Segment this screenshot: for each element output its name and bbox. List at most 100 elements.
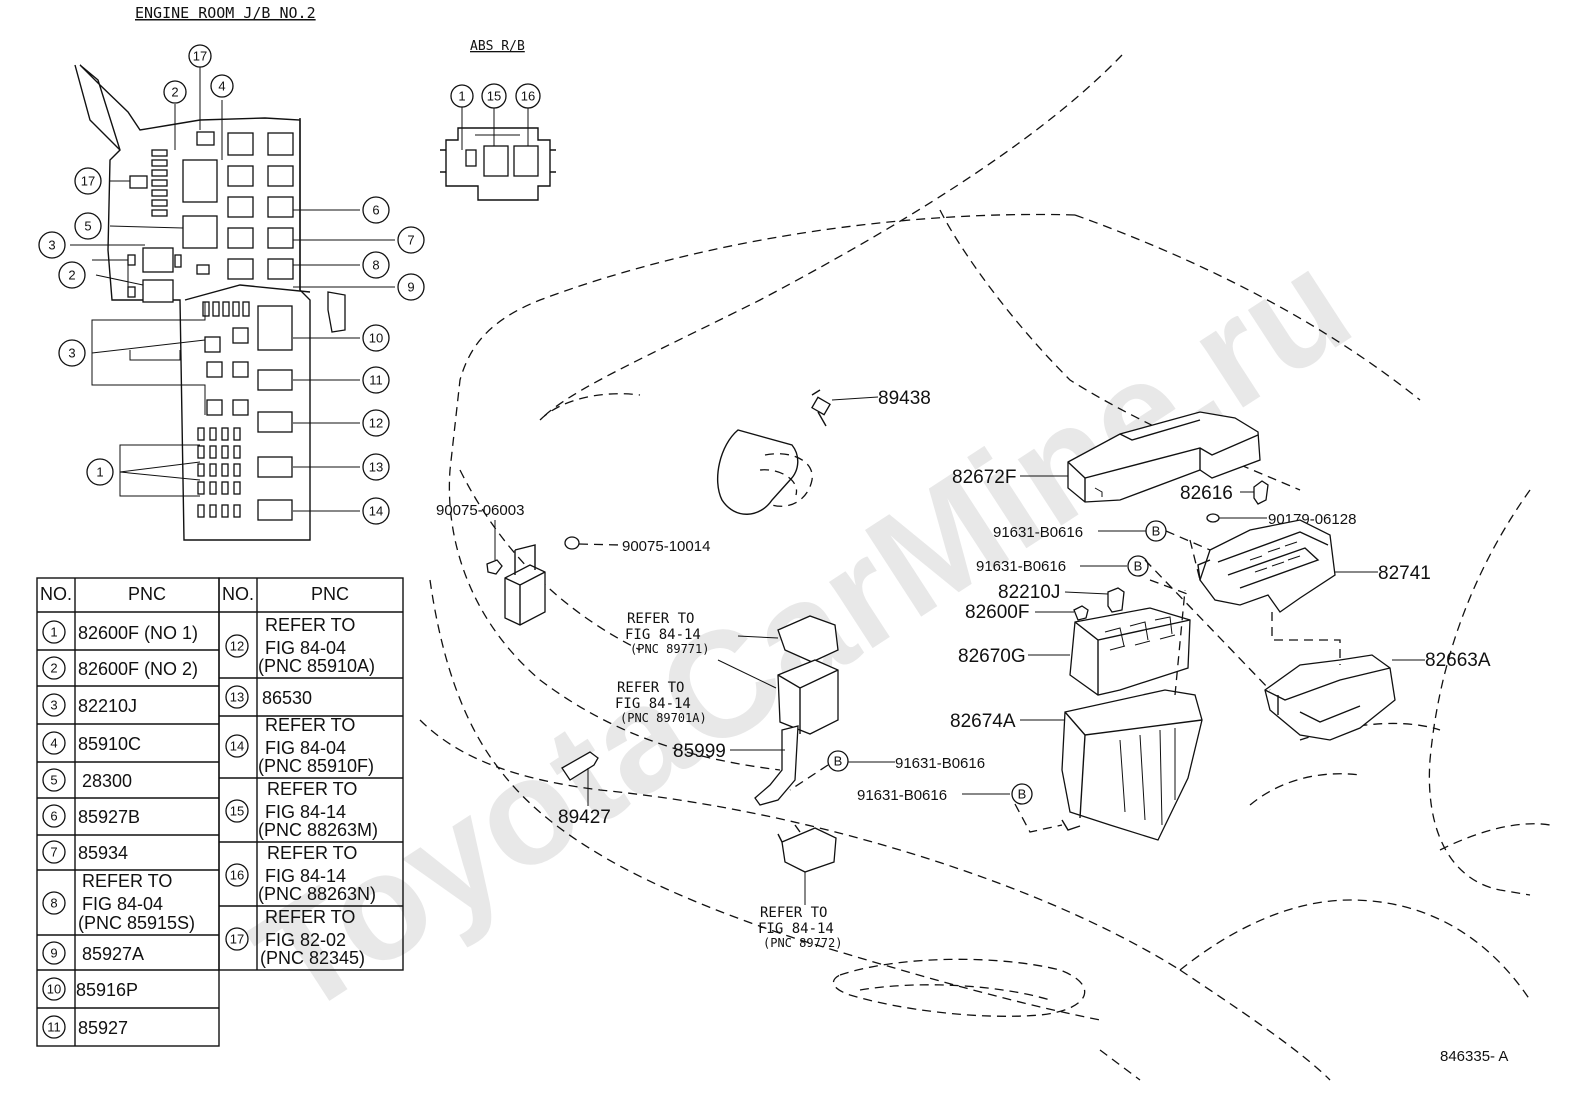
ref-89701A-line1[interactable]: REFER TO xyxy=(617,680,684,696)
svg-text:(PNC 85915S): (PNC 85915S) xyxy=(78,913,195,933)
label-85999[interactable]: 85999 xyxy=(673,741,726,762)
jb-callout-8[interactable]: 8 xyxy=(362,251,390,279)
svg-text:REFER TO: REFER TO xyxy=(265,715,355,735)
junction-block-drawing xyxy=(70,64,395,541)
relay-bracket-drawing xyxy=(504,544,546,626)
label-91631-d[interactable]: 91631-B0616 xyxy=(857,787,947,804)
ref-89771-line3[interactable]: (PNC 89771) xyxy=(630,642,709,656)
table-row[interactable]: 12 REFER TO FIG 84-04 (PNC 85910A) xyxy=(225,615,375,676)
label-82670G[interactable]: 82670G xyxy=(958,646,1026,667)
label-82672F[interactable]: 82672F xyxy=(952,467,1016,488)
svg-text:FIG 82-02: FIG 82-02 xyxy=(265,930,346,950)
svg-text:2: 2 xyxy=(68,268,75,283)
jb-callout-12[interactable]: 12 xyxy=(362,409,390,437)
svg-text:(PNC 85910A): (PNC 85910A) xyxy=(258,656,375,676)
dashed-link-c xyxy=(789,764,829,791)
jb-callout-1[interactable]: 1 xyxy=(86,458,114,486)
relay-block-82741-drawing xyxy=(1197,519,1336,613)
svg-text:85927A: 85927A xyxy=(82,944,144,964)
label-91631-b[interactable]: 91631-B0616 xyxy=(976,558,1066,575)
svg-text:13: 13 xyxy=(369,460,383,475)
svg-text:28300: 28300 xyxy=(82,771,132,791)
table-row[interactable]: 11 85927 xyxy=(42,1015,128,1039)
svg-text:11: 11 xyxy=(47,1020,61,1035)
sensor-89438-drawing xyxy=(716,389,831,515)
table-row[interactable]: 16 REFER TO FIG 84-14 (PNC 88263N) xyxy=(225,843,376,904)
label-89427[interactable]: 89427 xyxy=(558,807,611,828)
svg-text:6: 6 xyxy=(372,203,379,218)
svg-text:17: 17 xyxy=(230,932,244,947)
ref-89771-line2[interactable]: FIG 84-14 xyxy=(625,627,701,643)
label-90075-06003[interactable]: 90075-06003 xyxy=(436,502,524,519)
label-82616[interactable]: 82616 xyxy=(1180,483,1233,504)
table-row[interactable]: 5 28300 xyxy=(42,768,132,792)
svg-text:3: 3 xyxy=(48,238,55,253)
ref-89701A-line2[interactable]: FIG 84-14 xyxy=(615,696,691,712)
svg-text:9: 9 xyxy=(50,946,57,961)
cover-89771-drawing xyxy=(777,615,839,663)
label-90075-10014[interactable]: 90075-10014 xyxy=(622,538,710,555)
jb-callout-6[interactable]: 6 xyxy=(362,196,390,224)
leader-90075-10014 xyxy=(578,543,621,546)
label-91631-c[interactable]: 91631-B0616 xyxy=(895,755,985,772)
nut-90179-drawing xyxy=(1206,513,1220,523)
table-row[interactable]: 8 REFER TO FIG 84-04 (PNC 85915S) xyxy=(42,871,195,933)
jb-callout-4[interactable]: 4 xyxy=(210,74,234,98)
label-82674A[interactable]: 82674A xyxy=(950,711,1016,732)
bolt-90075-06003-drawing xyxy=(486,559,503,575)
jb-callout-3b[interactable]: 3 xyxy=(58,339,86,367)
abs-callout-1[interactable]: 1 xyxy=(450,84,474,108)
svg-text:86530: 86530 xyxy=(262,688,312,708)
jb-callout-13[interactable]: 13 xyxy=(362,453,390,481)
table-row[interactable]: 14 REFER TO FIG 84-04 (PNC 85910F) xyxy=(225,715,374,776)
ref-89771-line1[interactable]: REFER TO xyxy=(627,611,694,627)
svg-text:B: B xyxy=(834,754,843,769)
svg-text:16: 16 xyxy=(521,89,535,104)
jb-callout-3a[interactable]: 3 xyxy=(38,231,66,259)
table-row[interactable]: 17 REFER TO FIG 82-02 (PNC 82345) xyxy=(225,907,365,968)
jb-callout-2a[interactable]: 2 xyxy=(163,80,187,104)
svg-text:85927: 85927 xyxy=(78,1018,128,1038)
abs-callout-16[interactable]: 16 xyxy=(515,83,541,109)
svg-text:9: 9 xyxy=(407,280,414,295)
svg-text:3: 3 xyxy=(68,346,75,361)
jb-callout-17a[interactable]: 17 xyxy=(188,44,212,68)
jb-callout-7[interactable]: 7 xyxy=(397,226,425,254)
jb-callout-17b[interactable]: 17 xyxy=(74,167,102,195)
jb-callout-5[interactable]: 5 xyxy=(74,212,102,240)
cover-82672F-drawing xyxy=(1067,411,1261,503)
ref-89772-line3[interactable]: (PNC 89772) xyxy=(763,936,842,950)
label-91631-a[interactable]: 91631-B0616 xyxy=(993,524,1083,541)
svg-text:REFER TO: REFER TO xyxy=(267,843,357,863)
badge-b-d: B xyxy=(1011,783,1033,805)
ref-89772-line1[interactable]: REFER TO xyxy=(760,905,827,921)
table-row[interactable]: 9 85927A xyxy=(42,941,144,965)
diagram-code: 846335- A xyxy=(1440,1048,1508,1065)
abs-callout-15[interactable]: 15 xyxy=(481,83,507,109)
ref-89772-line2[interactable]: FIG 84-14 xyxy=(758,921,834,937)
table-header-no-right: NO. xyxy=(222,584,254,604)
label-82600F[interactable]: 82600F xyxy=(965,602,1029,623)
label-89438[interactable]: 89438 xyxy=(878,388,931,409)
jb-callout-9[interactable]: 9 xyxy=(397,273,425,301)
svg-text:5: 5 xyxy=(50,773,57,788)
jb-callout-2b[interactable]: 2 xyxy=(58,261,86,289)
jb-callout-10[interactable]: 10 xyxy=(362,324,390,352)
ref-89701A-line3[interactable]: (PNC 89701A) xyxy=(620,711,707,725)
jb-callout-14[interactable]: 14 xyxy=(362,497,390,525)
case-82674A-drawing xyxy=(1061,689,1203,841)
label-82210J[interactable]: 82210J xyxy=(998,582,1060,603)
table-row[interactable]: 15 REFER TO FIG 84-14 (PNC 88263M) xyxy=(225,779,378,840)
svg-text:(PNC 85910F): (PNC 85910F) xyxy=(258,756,374,776)
label-82663A[interactable]: 82663A xyxy=(1425,650,1491,671)
label-82741[interactable]: 82741 xyxy=(1378,563,1431,584)
jb-callout-11[interactable]: 11 xyxy=(362,366,390,394)
